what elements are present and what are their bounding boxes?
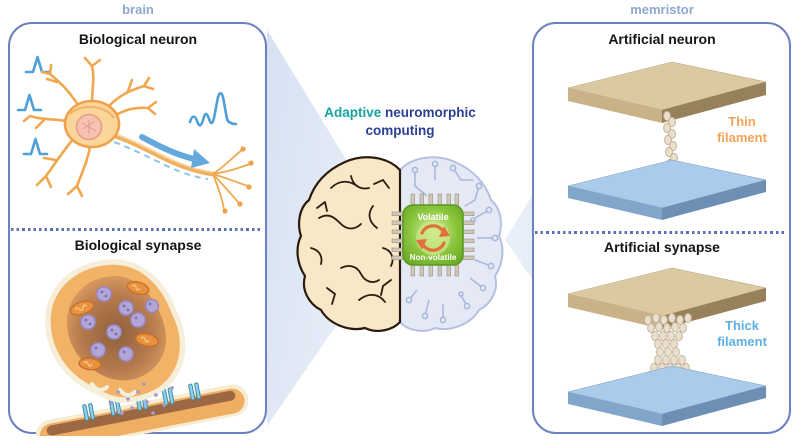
right-panel-divider [535, 231, 785, 234]
chip-volatile-label: Volatile [417, 212, 448, 222]
thin-filament-label: Thin filament [717, 114, 767, 146]
caption-computing: computing [365, 122, 435, 138]
biological-synapse-heading: Biological synapse [74, 237, 202, 253]
top-electrode [567, 61, 767, 123]
brain-chip-illustration: Volatile Non-volatile [296, 156, 504, 332]
artificial-synapse-heading: Artificial synapse [604, 239, 720, 255]
thick-filament-label: Thick filament [717, 318, 767, 350]
biological-neuron-illustration [16, 55, 254, 214]
memristor-panel-title: memristor [630, 2, 694, 17]
postsynaptic-membrane [35, 382, 249, 436]
bottom-electrode [567, 365, 767, 426]
memory-chip: Volatile Non-volatile [391, 193, 475, 277]
chip-pins [391, 193, 475, 277]
axon [107, 131, 216, 180]
biological-synapse-illustration [35, 259, 249, 436]
mitochondria [69, 280, 160, 371]
volatile-cycle-icon [416, 224, 450, 252]
dendrites [22, 56, 158, 198]
artificial-synapse-memristor [567, 267, 767, 426]
center-caption: Adaptive neuromorphic computing [298, 104, 502, 139]
artificial-neuron-memristor [567, 61, 767, 220]
left-panel-divider [11, 228, 261, 231]
bottom-electrode [567, 159, 767, 220]
chip-nonvolatile-label: Non-volatile [410, 253, 457, 262]
brain-panel-title: brain [122, 2, 154, 17]
caption-neuromorphic: neuromorphic [385, 105, 476, 120]
soma [63, 99, 121, 149]
axon-terminals [212, 146, 254, 214]
biological-neuron-heading: Biological neuron [78, 31, 198, 47]
synaptic-vesicles [80, 286, 160, 362]
caption-adaptive: Adaptive [324, 105, 382, 120]
neurotransmitter-dots [109, 382, 174, 415]
signal-direction-arrow-icon [139, 134, 210, 168]
biological-hemisphere [296, 156, 402, 332]
artificial-neuron-heading: Artificial neuron [608, 31, 716, 47]
output-spike-train-icon [188, 91, 238, 127]
